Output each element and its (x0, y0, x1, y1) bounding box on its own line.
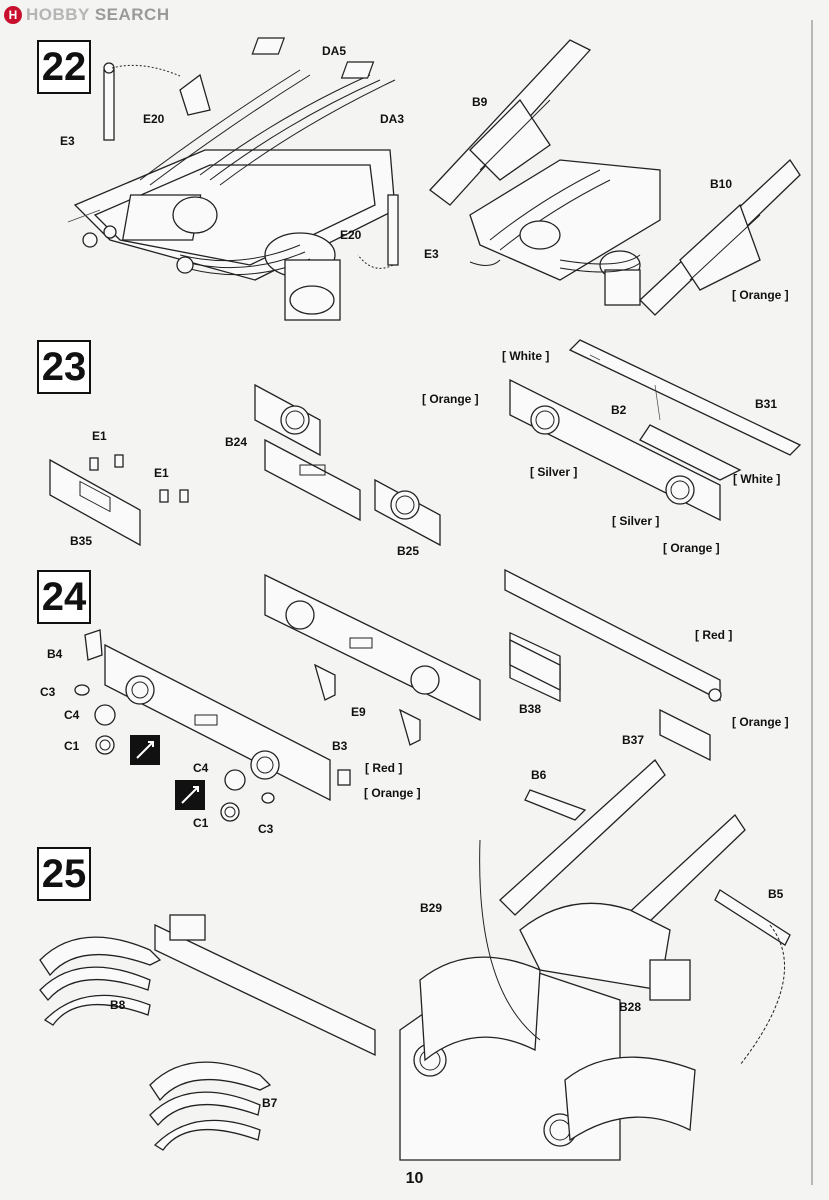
step-number-24: 24 (37, 570, 91, 624)
color-label: [ Silver ] (530, 465, 578, 479)
part-label: B6 (531, 768, 547, 782)
step-number-23: 23 (37, 340, 91, 394)
color-label: [ White ] (733, 472, 781, 486)
part-label: DA5 (322, 44, 347, 58)
part-label: E1 (92, 429, 107, 443)
color-label: [ Red ] (365, 761, 403, 775)
part-label: B37 (622, 733, 645, 747)
step-number-25: 25 (37, 847, 91, 901)
part-label: B5 (768, 887, 784, 901)
part-label: B8 (110, 998, 126, 1012)
part-label: B9 (472, 95, 488, 109)
watermark-text: HOBBY SEARCH (26, 5, 170, 24)
part-label: B38 (519, 702, 542, 716)
part-label: E9 (351, 705, 366, 719)
color-label: [ Orange ] (364, 786, 421, 800)
part-label: C1 (64, 739, 80, 753)
step-number-22: 22 (37, 40, 91, 94)
hobby-search-watermark: H HOBBY SEARCH (4, 4, 170, 26)
color-label: [ Orange ] (422, 392, 479, 406)
color-label: [ Orange ] (732, 288, 789, 302)
color-label: [ White ] (502, 349, 550, 363)
color-label: [ Orange ] (732, 715, 789, 729)
part-label: B25 (397, 544, 420, 558)
part-label: B35 (70, 534, 93, 548)
color-label: [ Red ] (695, 628, 733, 642)
step23-parts (49, 339, 802, 547)
part-label: E1 (154, 466, 169, 480)
part-label: C4 (64, 708, 80, 722)
color-label: [ Orange ] (663, 541, 720, 555)
part-label: E20 (143, 112, 165, 126)
color-label: [ Silver ] (612, 514, 660, 528)
part-label: B4 (47, 647, 63, 661)
step22-chassis-right (429, 39, 801, 316)
part-label: B2 (611, 403, 627, 417)
step25-parts (39, 759, 791, 1161)
part-label: B24 (225, 435, 248, 449)
part-label: C3 (258, 822, 274, 836)
part-label: C3 (40, 685, 56, 699)
part-label: DA3 (380, 112, 405, 126)
part-label: E3 (60, 134, 75, 148)
step24-parts (74, 568, 722, 822)
part-label: B7 (262, 1096, 278, 1110)
page-number: 10 (405, 1170, 424, 1187)
part-label: B31 (755, 397, 778, 411)
step22-chassis-left (67, 37, 399, 321)
hobby-search-logo-icon: H (4, 6, 22, 24)
part-label: C1 (193, 816, 209, 830)
part-label: B10 (710, 177, 733, 191)
part-label: B3 (332, 739, 348, 753)
part-label: B28 (619, 1000, 642, 1014)
part-label: B29 (420, 901, 443, 915)
part-label: E3 (424, 247, 439, 261)
part-label: C4 (193, 761, 209, 775)
part-label: E20 (340, 228, 362, 242)
